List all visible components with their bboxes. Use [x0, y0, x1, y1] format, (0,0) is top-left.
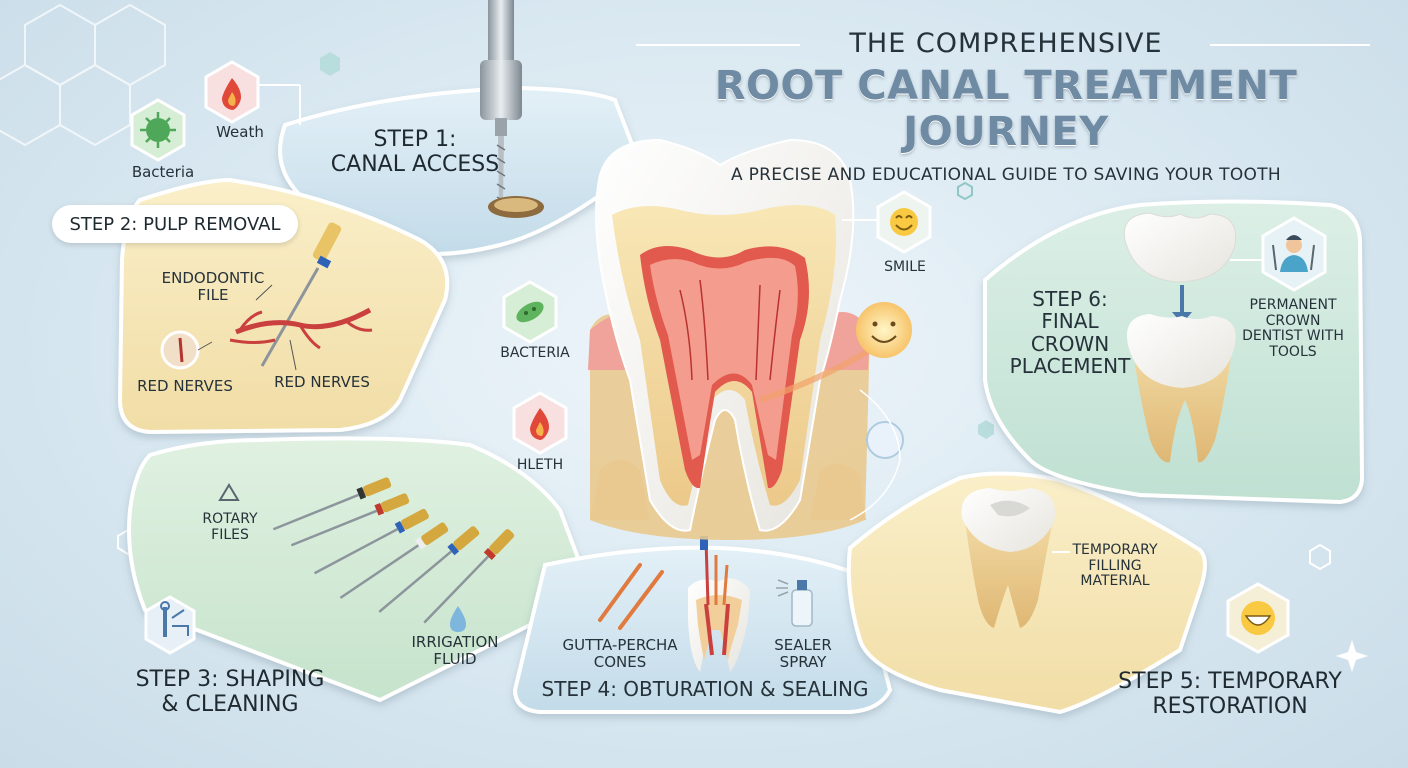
smile-label: SMILE: [884, 259, 926, 275]
step2-pill: STEP 2: PULP REMOVAL: [52, 205, 298, 243]
obturation-illustration: [598, 536, 750, 672]
step2-label: STEP 2: PULP REMOVAL: [69, 214, 281, 235]
weath-label: Weath: [216, 123, 264, 141]
temporary-filling-label: TEMPORARY FILLING MATERIAL: [1072, 542, 1158, 590]
bacteria-label: Bacteria: [131, 163, 195, 181]
step6-label: STEP 6: FINAL CROWN PLACEMENT: [1009, 287, 1131, 379]
central-tooth-cross-section: [588, 138, 872, 540]
warning-icon: [218, 483, 240, 501]
page-title: ROOT CANAL TREATMENT JOURNEY: [714, 63, 1298, 155]
grin-icon: [1226, 582, 1290, 654]
step5-label: STEP 5: TEMPORARY RESTORATION: [1118, 669, 1342, 719]
step1-label: STEP 1: CANAL ACCESS: [330, 127, 500, 177]
sealer-spray-label: SEALER SPRAY: [774, 636, 832, 671]
droplet-icon: [450, 606, 466, 632]
rotary-files-illustration: [272, 477, 515, 624]
teal-hex-accent: [978, 420, 994, 439]
endodontic-file-label: ENDODONTIC FILE: [161, 269, 265, 304]
spray-icon: [776, 579, 813, 627]
teal-hex-accent: [957, 181, 973, 201]
crown-placement-illustration: [1123, 212, 1237, 463]
smile-icon: [876, 190, 932, 254]
virus-icon: [130, 98, 186, 162]
flame-icon: [512, 391, 568, 455]
background-hexagons: [0, 3, 166, 147]
endodontic-file-illustration: [160, 222, 373, 371]
rotary-files-label: ROTARY FILES: [202, 511, 258, 543]
hex-outline: [1309, 543, 1331, 571]
page-subtitle: A PRECISE AND EDUCATIONAL GUIDE TO SAVIN…: [731, 165, 1281, 185]
red-nerves-label: RED NERVES: [137, 377, 233, 395]
gutta-percha-label: GUTTA-PERCHA CONES: [562, 636, 678, 671]
header: THE COMPREHENSIVE ROOT CANAL TREATMENT J…: [636, 28, 1376, 185]
step2-panel: [117, 177, 450, 435]
red-nerves-label: RED NERVES: [274, 373, 370, 391]
hleth-label: HLETH: [516, 457, 564, 473]
bacteria-center-label: BACTERIA: [500, 345, 570, 361]
step3-label: STEP 3: SHAPING & CLEANING: [135, 667, 325, 717]
smile-glow-icon: [856, 302, 912, 358]
step4-label: STEP 4: OBTURATION & SEALING: [541, 677, 869, 701]
flame-icon: [204, 60, 260, 124]
drill-illustration: [480, 0, 544, 218]
irrigation-fluid-label: IRRIGATION FLUID: [411, 633, 499, 668]
bacteria-icon: [502, 280, 558, 344]
sparkle-icon: [1336, 640, 1368, 672]
temporary-filling-tooth: [961, 488, 1055, 628]
teal-hex-accent: [320, 52, 340, 76]
dentist-icon: [1261, 216, 1327, 292]
permanent-crown-label: PERMANENT CROWN DENTIST WITH TOOLS: [1242, 297, 1344, 361]
syringe-icon: [144, 595, 196, 655]
title-top-line: THE COMPREHENSIVE: [849, 28, 1163, 59]
